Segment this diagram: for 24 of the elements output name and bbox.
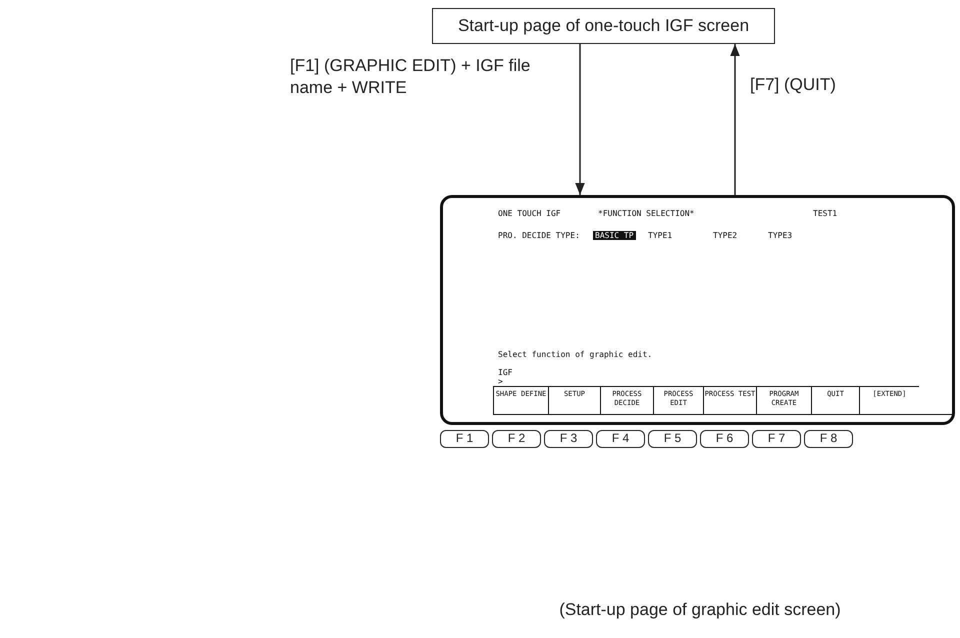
- prompt-message: Select function of graphic edit.: [498, 350, 652, 359]
- arrow: [730, 44, 740, 195]
- caption: (Start-up page of graphic edit screen): [558, 600, 842, 620]
- function-key: F 3: [544, 430, 593, 448]
- screen-text: TYPE1: [648, 231, 672, 240]
- function-key: F 7: [752, 430, 801, 448]
- cursor-mark: >: [498, 377, 503, 386]
- screen-text: TYPE3: [768, 231, 792, 240]
- arrow: [575, 44, 585, 195]
- page-title-box: Start-up page of one-touch IGF screen: [432, 8, 775, 44]
- screen-text: TYPE2: [713, 231, 738, 240]
- function-key: F 1: [440, 430, 489, 448]
- screen-display: [440, 195, 955, 425]
- function-key: F 8: [804, 430, 853, 448]
- function-key: F 4: [596, 430, 645, 448]
- command-line: IGF: [498, 368, 512, 377]
- screen-text: PRO. DECIDE TYPE:: [498, 231, 580, 240]
- screen-text: ONE TOUCH IGF: [498, 209, 561, 218]
- function-key: F 5: [648, 430, 697, 448]
- function-key: F 6: [700, 430, 749, 448]
- screen-text: *FUNCTION SELECTION*: [598, 209, 694, 218]
- function-key: F 2: [492, 430, 541, 448]
- highlighted-option: BASIC TP: [593, 231, 636, 240]
- screen-text: TEST1: [813, 209, 838, 218]
